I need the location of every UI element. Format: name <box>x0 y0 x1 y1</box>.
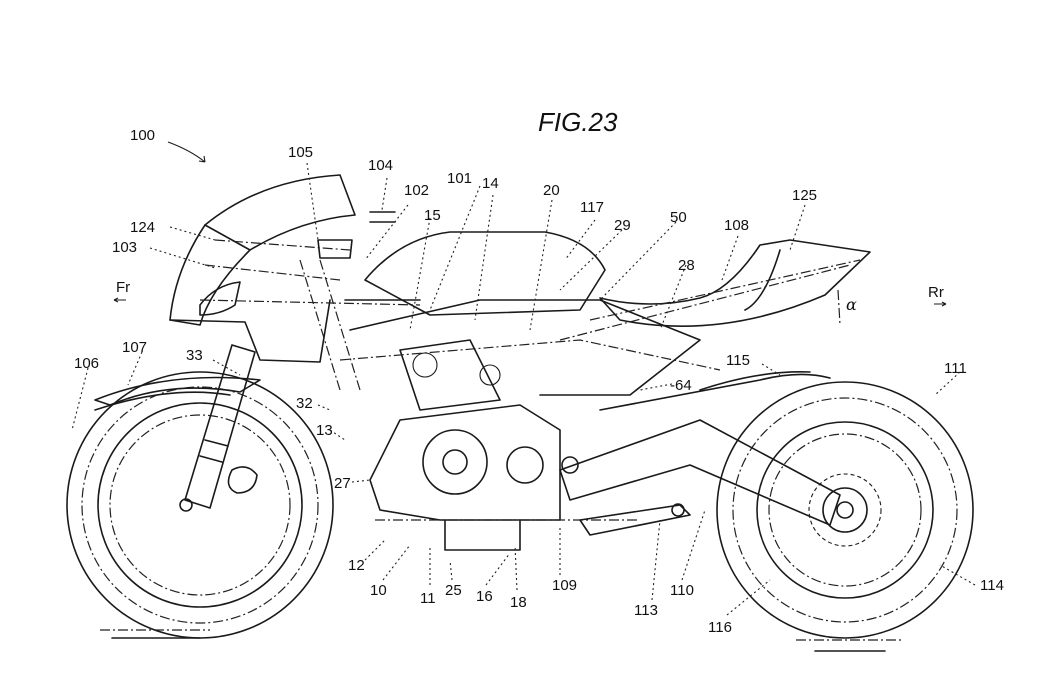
ref-125: 125 <box>792 187 817 204</box>
ref-100: 100 <box>130 127 155 144</box>
front-wheel <box>66 371 334 639</box>
main-frame <box>339 299 721 396</box>
ref-106: 106 <box>74 355 99 372</box>
swingarm <box>559 373 841 526</box>
ref-13: 13 <box>316 422 333 439</box>
ref-116: 116 <box>708 619 732 636</box>
ref-11: 11 <box>420 590 436 607</box>
rear-direction-label: Rr <box>928 284 944 301</box>
ref-16: 16 <box>476 588 493 605</box>
front-fender <box>94 376 261 411</box>
ref-104: 104 <box>368 157 393 174</box>
ref-18: 18 <box>510 594 527 611</box>
ref-111: 111 <box>944 360 967 377</box>
fuel-tank <box>364 231 606 316</box>
ref-33: 33 <box>186 347 203 364</box>
ref-50: 50 <box>670 209 687 226</box>
ref-12: 12 <box>348 557 365 574</box>
ref-105: 105 <box>288 144 313 161</box>
front-fork <box>179 344 258 512</box>
rear-hugger <box>699 371 811 391</box>
ref-10: 10 <box>370 582 387 599</box>
reference-numerals: 100 105 104 102 101 14 20 117 29 50 108 … <box>74 127 1004 636</box>
front-cowl <box>169 174 421 363</box>
ref-110: 110 <box>670 582 694 599</box>
ref-28: 28 <box>678 257 695 274</box>
seat-tail <box>559 239 871 341</box>
leader-lines <box>71 141 976 616</box>
ref-117: 117 <box>580 199 604 216</box>
ref-64: -64 <box>670 377 692 394</box>
ref-32: 32 <box>296 395 313 412</box>
ref-27: 27 <box>334 475 351 492</box>
ref-107: 107 <box>122 339 147 356</box>
ref-14: 14 <box>482 175 499 192</box>
rear-wheel <box>716 381 974 652</box>
ref-20: 20 <box>543 182 560 199</box>
angle-alpha-label: α <box>846 295 857 314</box>
ref-29: 29 <box>614 217 631 234</box>
steering-assembly <box>299 211 396 391</box>
front-direction-indicator: Fr <box>113 279 130 303</box>
ref-113: 113 <box>634 602 658 619</box>
ref-15: 15 <box>424 207 441 224</box>
ref-102: 102 <box>404 182 429 199</box>
rear-arrow-icon <box>934 301 947 307</box>
engine <box>369 339 640 551</box>
ref-101: 101 <box>447 170 472 187</box>
front-direction-label: Fr <box>116 279 130 296</box>
rear-direction-indicator: Rr <box>928 284 947 307</box>
ref-103: 103 <box>112 239 137 256</box>
front-arrow-icon <box>113 297 126 303</box>
ref-109: 109 <box>552 577 577 594</box>
ref-124: 124 <box>130 219 155 236</box>
figure-title: FIG.23 <box>538 107 618 137</box>
ref-114: 114 <box>980 577 1004 594</box>
ref-108: 108 <box>724 217 749 234</box>
rear-linkage <box>579 503 691 536</box>
ref-115: 115 <box>726 352 750 369</box>
ref-25: 25 <box>445 582 462 599</box>
